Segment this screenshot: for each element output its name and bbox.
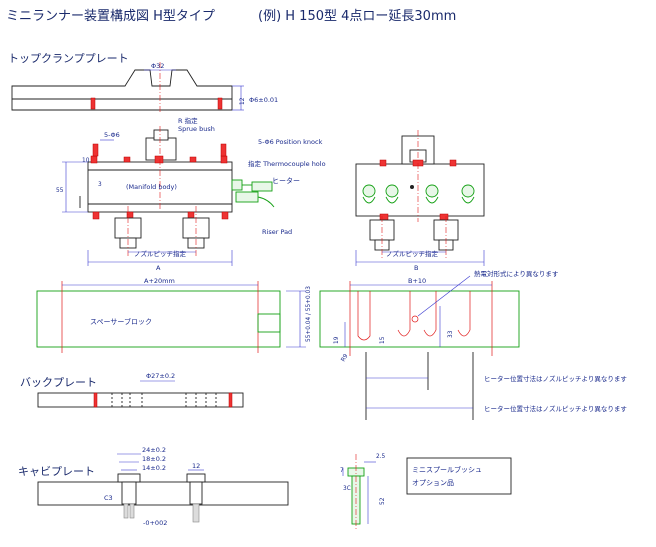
dim-55-tolerance: 55+0.04 / 55+0.03 [306, 286, 312, 342]
label-spacer-block: スペーサーブロック [90, 317, 152, 326]
label-heater-pos-1: ヒーター位置寸法はノズルピッチより異なります [484, 374, 627, 383]
drawing-title: ミニランナー装置構成図 H型タイプ [6, 9, 215, 24]
dim-24: 24±0.2 [142, 446, 166, 454]
dim-A: A [156, 264, 161, 272]
label-r-spec: R 指定 [178, 116, 198, 125]
cavity-plate [37, 453, 289, 523]
mini-spool-note-box [406, 457, 512, 495]
dim-52: 52 [380, 497, 386, 505]
label-sprue-bush: Sprue bush [178, 125, 215, 133]
dim-b-plus-10: B+10 [408, 277, 426, 285]
dim-18: 18±0.2 [142, 455, 166, 463]
dim-phi32: Φ32 [151, 62, 164, 70]
mini-spool-bush [342, 454, 376, 530]
spacer-block-side [319, 275, 520, 420]
label-mini-spool: ミニスプールブッシュ [412, 465, 482, 474]
dim-33: 33 [448, 330, 454, 338]
label-position-knock: 5-Φ6 Position knock [258, 138, 323, 146]
dim-19: 19 [334, 336, 340, 344]
dim-0002: -0+002 [143, 519, 167, 527]
dim-12b: 12 [192, 462, 200, 470]
dim-2-5: 2.5 [376, 454, 386, 460]
top-clamp-plate [11, 62, 233, 114]
label-nozzle-pitch-2: ノズルピッチ指定 [386, 249, 439, 258]
manifold-front-view [62, 126, 275, 266]
dim-55: 55 [56, 188, 64, 194]
section-top-clamp: トップクランププレート [8, 52, 129, 65]
dim-7: 7 [340, 468, 344, 474]
drawing-example: (例) H 150型 4点ロー延長30mm [258, 9, 456, 24]
section-back-plate: バックプレート [20, 376, 97, 389]
label-manifold-body: (Manifold body) [126, 183, 177, 191]
label-nozzle-pitch-1: ノズルピッチ指定 [134, 249, 187, 258]
section-cavity-plate: キャビプレート [18, 465, 95, 478]
dim-15: 15 [380, 336, 386, 344]
manifold-side-view [355, 130, 485, 266]
dim-phi27: Φ27±0.2 [146, 372, 175, 380]
dim-14: 14±0.2 [142, 464, 166, 472]
dim-5-phi6: 5-Φ6 [104, 131, 120, 139]
label-thermal-note: 熱電対形式により異なります [474, 269, 559, 278]
back-plate [37, 380, 244, 408]
dim-a-plus-20: A+20mm [144, 277, 175, 285]
dim-3: 3 [98, 182, 102, 188]
label-heater: ヒーター [272, 176, 300, 185]
spacer-block [36, 281, 306, 353]
label-thermocouple: 指定 Thermocouple holo [248, 159, 326, 168]
label-riser-pad: Riser Pad [262, 228, 292, 236]
dim-12: 12 [240, 97, 246, 105]
dim-phi6: Φ6±0.01 [249, 96, 278, 104]
dim-3c: 3C [343, 486, 351, 492]
label-heater-pos-2: ヒーター位置寸法はノズルピッチより異なります [484, 404, 627, 413]
dim-10: 10 [82, 158, 90, 164]
dim-c3: C3 [104, 494, 113, 502]
label-option: オプション品 [412, 479, 454, 487]
dim-B: B [414, 264, 418, 272]
dim-r9: R9 [341, 353, 350, 363]
